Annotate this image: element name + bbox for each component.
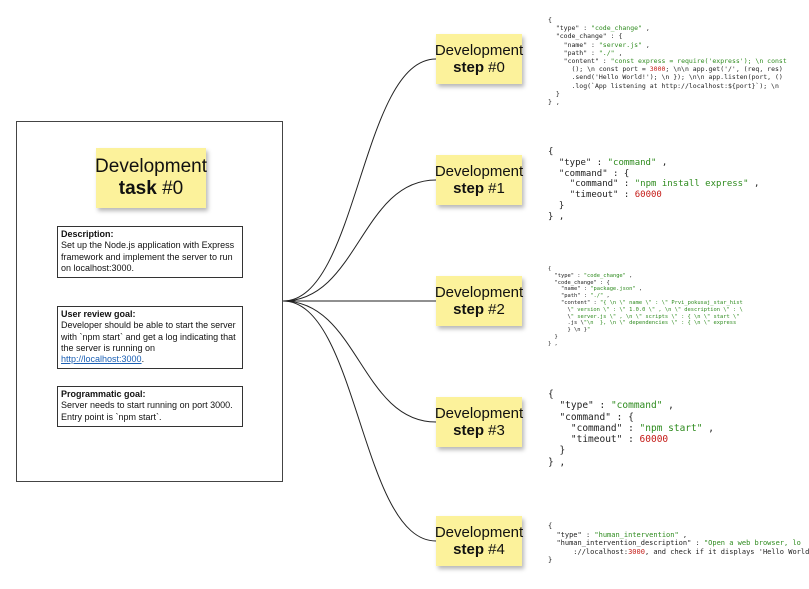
- connector-step-0: [282, 58, 437, 302]
- step-4-number: #4: [483, 541, 505, 558]
- step-3-number: #3: [483, 422, 505, 439]
- step-3-line1: Development: [434, 404, 524, 422]
- step-2-sticky-note: Development step #2: [434, 276, 524, 326]
- step-2-number: #2: [483, 301, 505, 318]
- step-4-sticky-note: Development step #4: [434, 516, 524, 566]
- step-2-bold: step: [453, 301, 484, 318]
- description-heading: Description:: [61, 229, 114, 239]
- description-text: Set up the Node.js application with Expr…: [61, 240, 235, 273]
- step-4-bold: step: [453, 541, 484, 558]
- user-review-goal-heading: User review goal:: [61, 309, 136, 319]
- step-0-json: { "type" : "code_change" , "code_change"…: [548, 16, 787, 107]
- step-1-bold: step: [453, 180, 484, 197]
- task-container: Development task #0 Description: Set up …: [16, 121, 283, 482]
- step-2-line1: Development: [434, 283, 524, 301]
- step-3-json: { "type" : "command" , "command" : { "co…: [548, 389, 714, 468]
- step-0-number: #0: [483, 59, 505, 76]
- connector-step-4: [282, 300, 437, 542]
- step-0-line1: Development: [434, 41, 524, 59]
- localhost-link[interactable]: http://localhost:3000: [61, 354, 142, 364]
- step-3-bold: step: [453, 422, 484, 439]
- task-title-bold: task: [118, 178, 157, 199]
- step-1-sticky-note: Development step #1: [434, 155, 524, 205]
- step-1-number: #1: [483, 180, 505, 197]
- connector-step-3: [282, 300, 437, 423]
- step-2-json: { "type" : "code_change" , "code_change"…: [548, 266, 743, 347]
- programmatic-goal-text: Server needs to start running on port 30…: [61, 400, 233, 422]
- step-1-line1: Development: [434, 162, 524, 180]
- user-review-goal-tail: .: [141, 354, 145, 364]
- programmatic-goal-heading: Programmatic goal:: [61, 389, 146, 399]
- step-1-json: { "type" : "command" , "command" : { "co…: [548, 147, 760, 222]
- connector-step-1: [282, 179, 437, 302]
- programmatic-goal-box: Programmatic goal: Server needs to start…: [57, 386, 243, 427]
- step-4-line1: Development: [434, 523, 524, 541]
- user-review-goal-text: Developer should be able to start the se…: [61, 320, 236, 353]
- user-review-goal-box: User review goal: Developer should be ab…: [57, 306, 243, 370]
- step-0-sticky-note: Development step #0: [434, 34, 524, 84]
- step-3-sticky-note: Development step #3: [434, 397, 524, 447]
- step-4-json: { "type" : "human_intervention" , "human…: [548, 522, 809, 565]
- task-title-line1: Development: [95, 156, 207, 178]
- step-0-bold: step: [453, 59, 484, 76]
- task-title-number: #0: [156, 178, 184, 199]
- description-box: Description: Set up the Node.js applicat…: [57, 226, 243, 278]
- task-sticky-note: Development task #0: [95, 148, 207, 208]
